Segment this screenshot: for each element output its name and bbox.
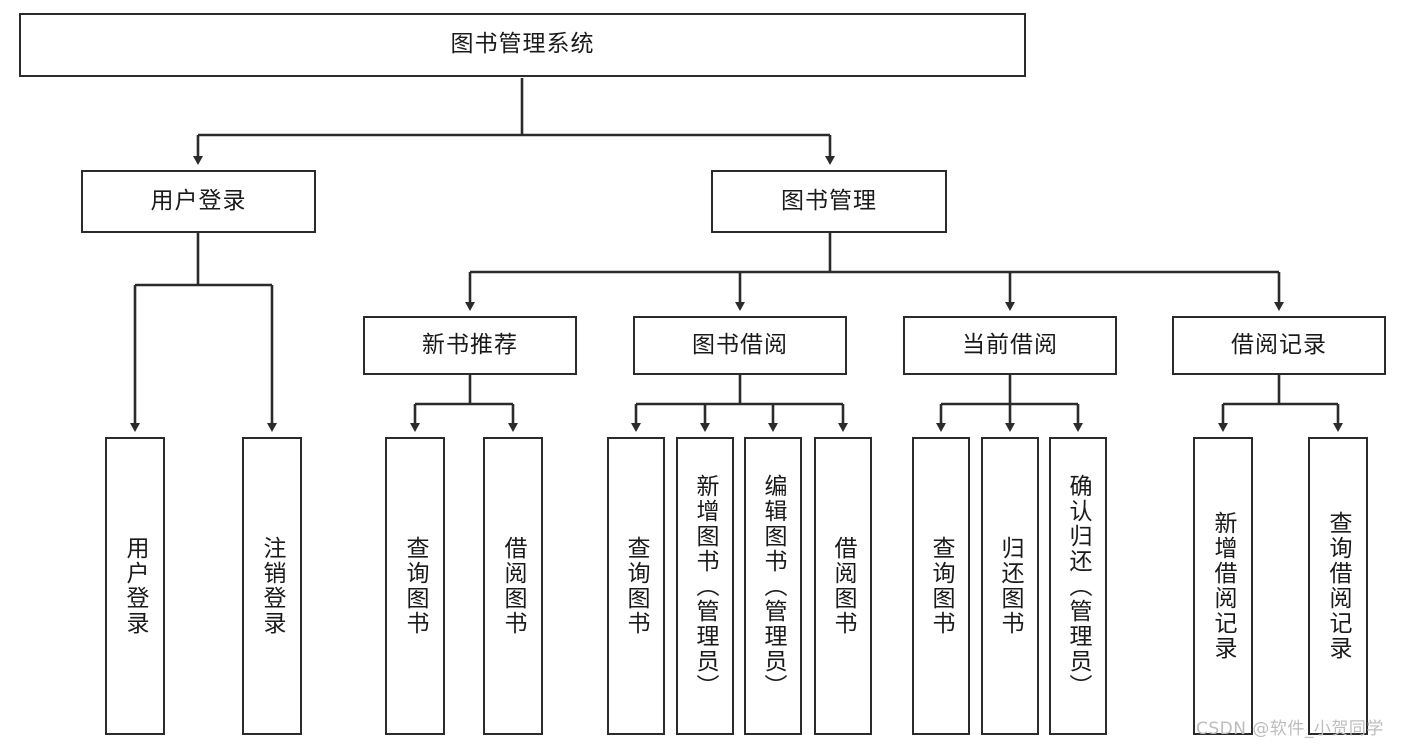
leaf-user-login-login[interactable]: 用户登录 xyxy=(105,437,165,735)
leaf-book-borrow-edit[interactable]: 编辑图书（管理员） xyxy=(744,437,802,735)
node-book-borrow-label: 图书借阅 xyxy=(692,331,788,358)
node-user-login-label: 用户登录 xyxy=(150,187,247,214)
node-root-label: 图书管理系统 xyxy=(450,31,595,58)
leaf-label: 查询借阅记录 xyxy=(1325,511,1352,661)
node-book-management-label: 图书管理 xyxy=(781,187,877,214)
leaf-user-login-logout[interactable]: 注销登录 xyxy=(242,437,302,735)
node-user-login[interactable]: 用户登录 xyxy=(81,170,316,233)
node-new-book-recommend[interactable]: 新书推荐 xyxy=(363,316,577,375)
leaf-label: 编辑图书（管理员） xyxy=(760,473,787,699)
leaf-borrow-record-query[interactable]: 查询借阅记录 xyxy=(1308,437,1368,735)
leaf-label: 注销登录 xyxy=(259,536,286,636)
leaf-label: 用户登录 xyxy=(122,536,149,636)
leaf-book-borrow-add[interactable]: 新增图书（管理员） xyxy=(676,437,734,735)
leaf-label: 确认归还（管理员） xyxy=(1065,473,1092,699)
leaf-new-book-borrow[interactable]: 借阅图书 xyxy=(483,437,543,735)
node-root[interactable]: 图书管理系统 xyxy=(19,13,1026,77)
leaf-borrow-record-add[interactable]: 新增借阅记录 xyxy=(1193,437,1253,735)
leaf-current-borrow-return[interactable]: 归还图书 xyxy=(981,437,1039,735)
csdn-watermark: CSDN @软件_小贺同学 xyxy=(1196,719,1384,739)
leaf-label: 查询图书 xyxy=(623,536,650,636)
leaf-label: 查询图书 xyxy=(402,536,429,636)
leaf-new-book-query[interactable]: 查询图书 xyxy=(385,437,445,735)
node-book-borrow[interactable]: 图书借阅 xyxy=(633,316,847,375)
node-current-borrow[interactable]: 当前借阅 xyxy=(903,316,1117,375)
leaf-current-borrow-confirm[interactable]: 确认归还（管理员） xyxy=(1049,437,1107,735)
leaf-book-borrow-query[interactable]: 查询图书 xyxy=(607,437,665,735)
leaf-label: 借阅图书 xyxy=(830,536,857,636)
node-book-management[interactable]: 图书管理 xyxy=(711,170,947,233)
node-current-borrow-label: 当前借阅 xyxy=(962,331,1058,358)
node-borrow-record[interactable]: 借阅记录 xyxy=(1172,316,1386,375)
leaf-current-borrow-query[interactable]: 查询图书 xyxy=(912,437,970,735)
leaf-book-borrow-borrow[interactable]: 借阅图书 xyxy=(814,437,872,735)
node-borrow-record-label: 借阅记录 xyxy=(1231,331,1327,358)
leaf-label: 新增图书（管理员） xyxy=(692,473,719,699)
leaf-label: 查询图书 xyxy=(928,536,955,636)
leaf-label: 归还图书 xyxy=(997,536,1024,636)
node-new-book-recommend-label: 新书推荐 xyxy=(422,331,518,358)
leaf-label: 借阅图书 xyxy=(500,536,527,636)
leaf-label: 新增借阅记录 xyxy=(1210,511,1237,661)
